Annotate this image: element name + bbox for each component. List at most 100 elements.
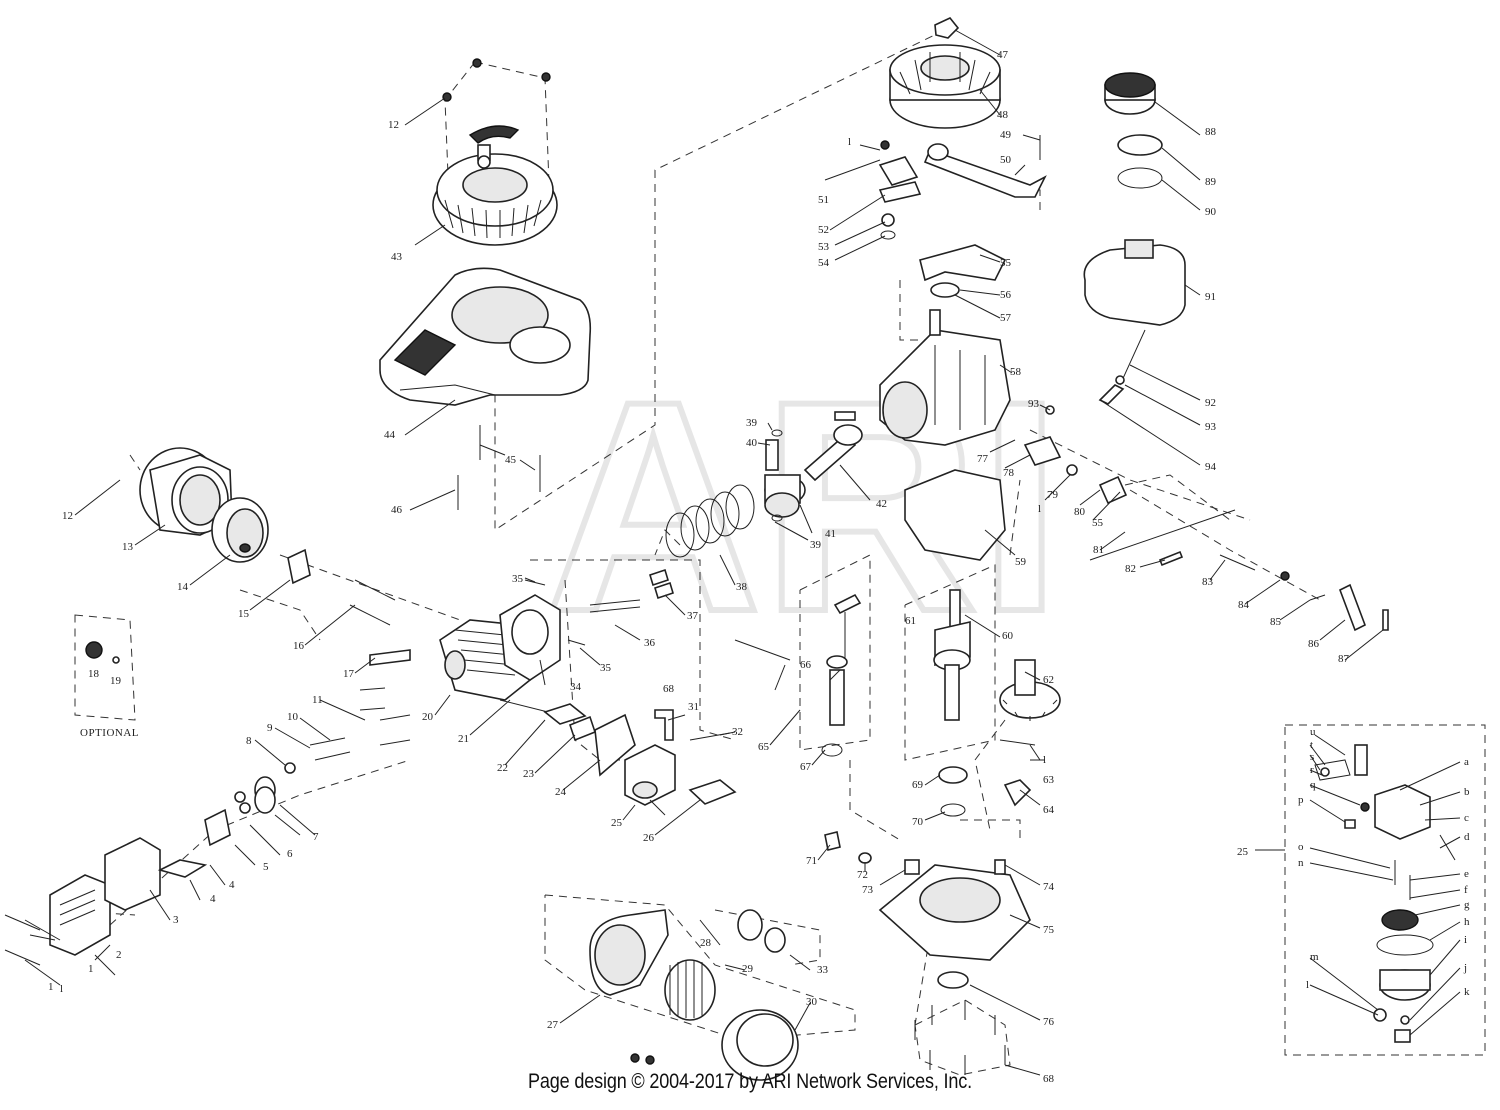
callout-16: 16 [293,640,305,652]
valve-keeper [239,802,251,814]
piston-rings [665,484,755,558]
callout-23: 23 [523,768,535,780]
callout-41: 41 [825,528,836,540]
callout-46: 46 [391,504,403,516]
callout-55: 55 [1000,257,1012,269]
callout-e: e [1464,868,1469,880]
crankshaft [933,589,971,721]
fan-housing [589,909,669,996]
callout-24: 24 [555,786,567,798]
crankcase [879,309,1011,446]
callout-12: 12 [62,510,73,522]
spring [1382,609,1389,631]
callout-44: 44 [384,429,396,441]
bolt [4,914,41,931]
strainer [1117,134,1163,156]
callout-28: 28 [700,937,712,949]
carburetor [624,744,676,806]
callout-l: l [848,136,851,148]
callout-55: 55 [1092,517,1104,529]
breather-tube [654,709,674,741]
link [1219,554,1256,571]
callout-5: 5 [263,861,269,873]
fuel-cap [1104,72,1156,115]
recoil-starter [432,125,558,246]
callout-20: 20 [422,711,434,723]
callout-90: 90 [1205,206,1217,218]
washer [858,852,872,864]
optional-box [74,614,136,721]
leader-lines [24,29,1461,1076]
baffle [594,713,636,777]
callout-48: 48 [997,109,1009,121]
callout-7: 7 [313,831,319,843]
bolt [824,831,841,851]
callout-f: f [1464,884,1468,896]
callout-87: 87 [1338,653,1350,665]
callout-85: 85 [1270,616,1282,628]
callout-3: 3 [173,914,179,926]
callout-30: 30 [806,996,818,1008]
callout-a: a [1464,756,1469,768]
callout-74: 74 [1043,881,1055,893]
callout-45: 45 [505,454,517,466]
oil-sump [878,859,1031,961]
rocker [649,568,674,600]
bearing [737,909,763,941]
callout-1: 1 [88,963,94,975]
spring [1158,550,1184,567]
callout-10: 10 [287,711,299,723]
callout-d: d [1464,831,1470,843]
callout-19: 19 [110,675,122,687]
callout-69: 69 [912,779,924,791]
callout-j: j [1463,962,1467,974]
callout-2: 2 [116,949,122,961]
nut [472,58,482,68]
flywheel [889,44,1001,129]
callout-58: 58 [1010,366,1022,378]
callout-67: 67 [800,761,812,773]
valve [314,751,351,761]
governor-arm [923,143,1047,198]
sump-bolts [914,1000,1006,1075]
callout-n: n [1298,857,1304,869]
callout-17: 17 [343,668,355,680]
callout-59: 59 [1015,556,1027,568]
callout-1: 1 [48,981,54,993]
callout-35: 35 [600,662,612,674]
callout-22: 22 [497,762,508,774]
callout-b: b [1464,786,1470,798]
callout-42: 42 [876,498,887,510]
callout-72: 72 [857,869,868,881]
copyright-footer: Page design © 2004-2017 by ARI Network S… [528,1070,972,1093]
valve-seal [284,762,296,774]
carburetor-detail [1314,744,1456,1043]
callout-h: h [1464,916,1470,928]
oil-fill-tube [821,593,862,757]
callout-83: 83 [1202,576,1214,588]
callout-54: 54 [818,257,830,269]
callout-k: k [1464,986,1470,998]
callout-39: 39 [746,417,758,429]
callout-82: 82 [1125,563,1136,575]
callout-93: 93 [1205,421,1217,433]
bolt [524,579,546,586]
control-rod [1089,509,1236,561]
callout-65: 65 [758,741,770,753]
blower-housing [379,267,592,406]
gear [938,766,968,784]
callout-60: 60 [1002,630,1014,642]
callout-52: 52 [818,224,829,236]
callout-q: q [1310,779,1316,791]
callout-68: 68 [1043,1073,1055,1085]
callout-15: 15 [238,608,250,620]
callout-i: i [1464,934,1467,946]
flywheel-nut [934,17,960,39]
callout-l: l [1306,979,1309,991]
callout-43: 43 [391,251,403,263]
heat-shield [104,837,161,911]
parts [4,17,1486,1081]
callout-4: 4 [210,893,216,905]
bolt [999,739,1036,746]
